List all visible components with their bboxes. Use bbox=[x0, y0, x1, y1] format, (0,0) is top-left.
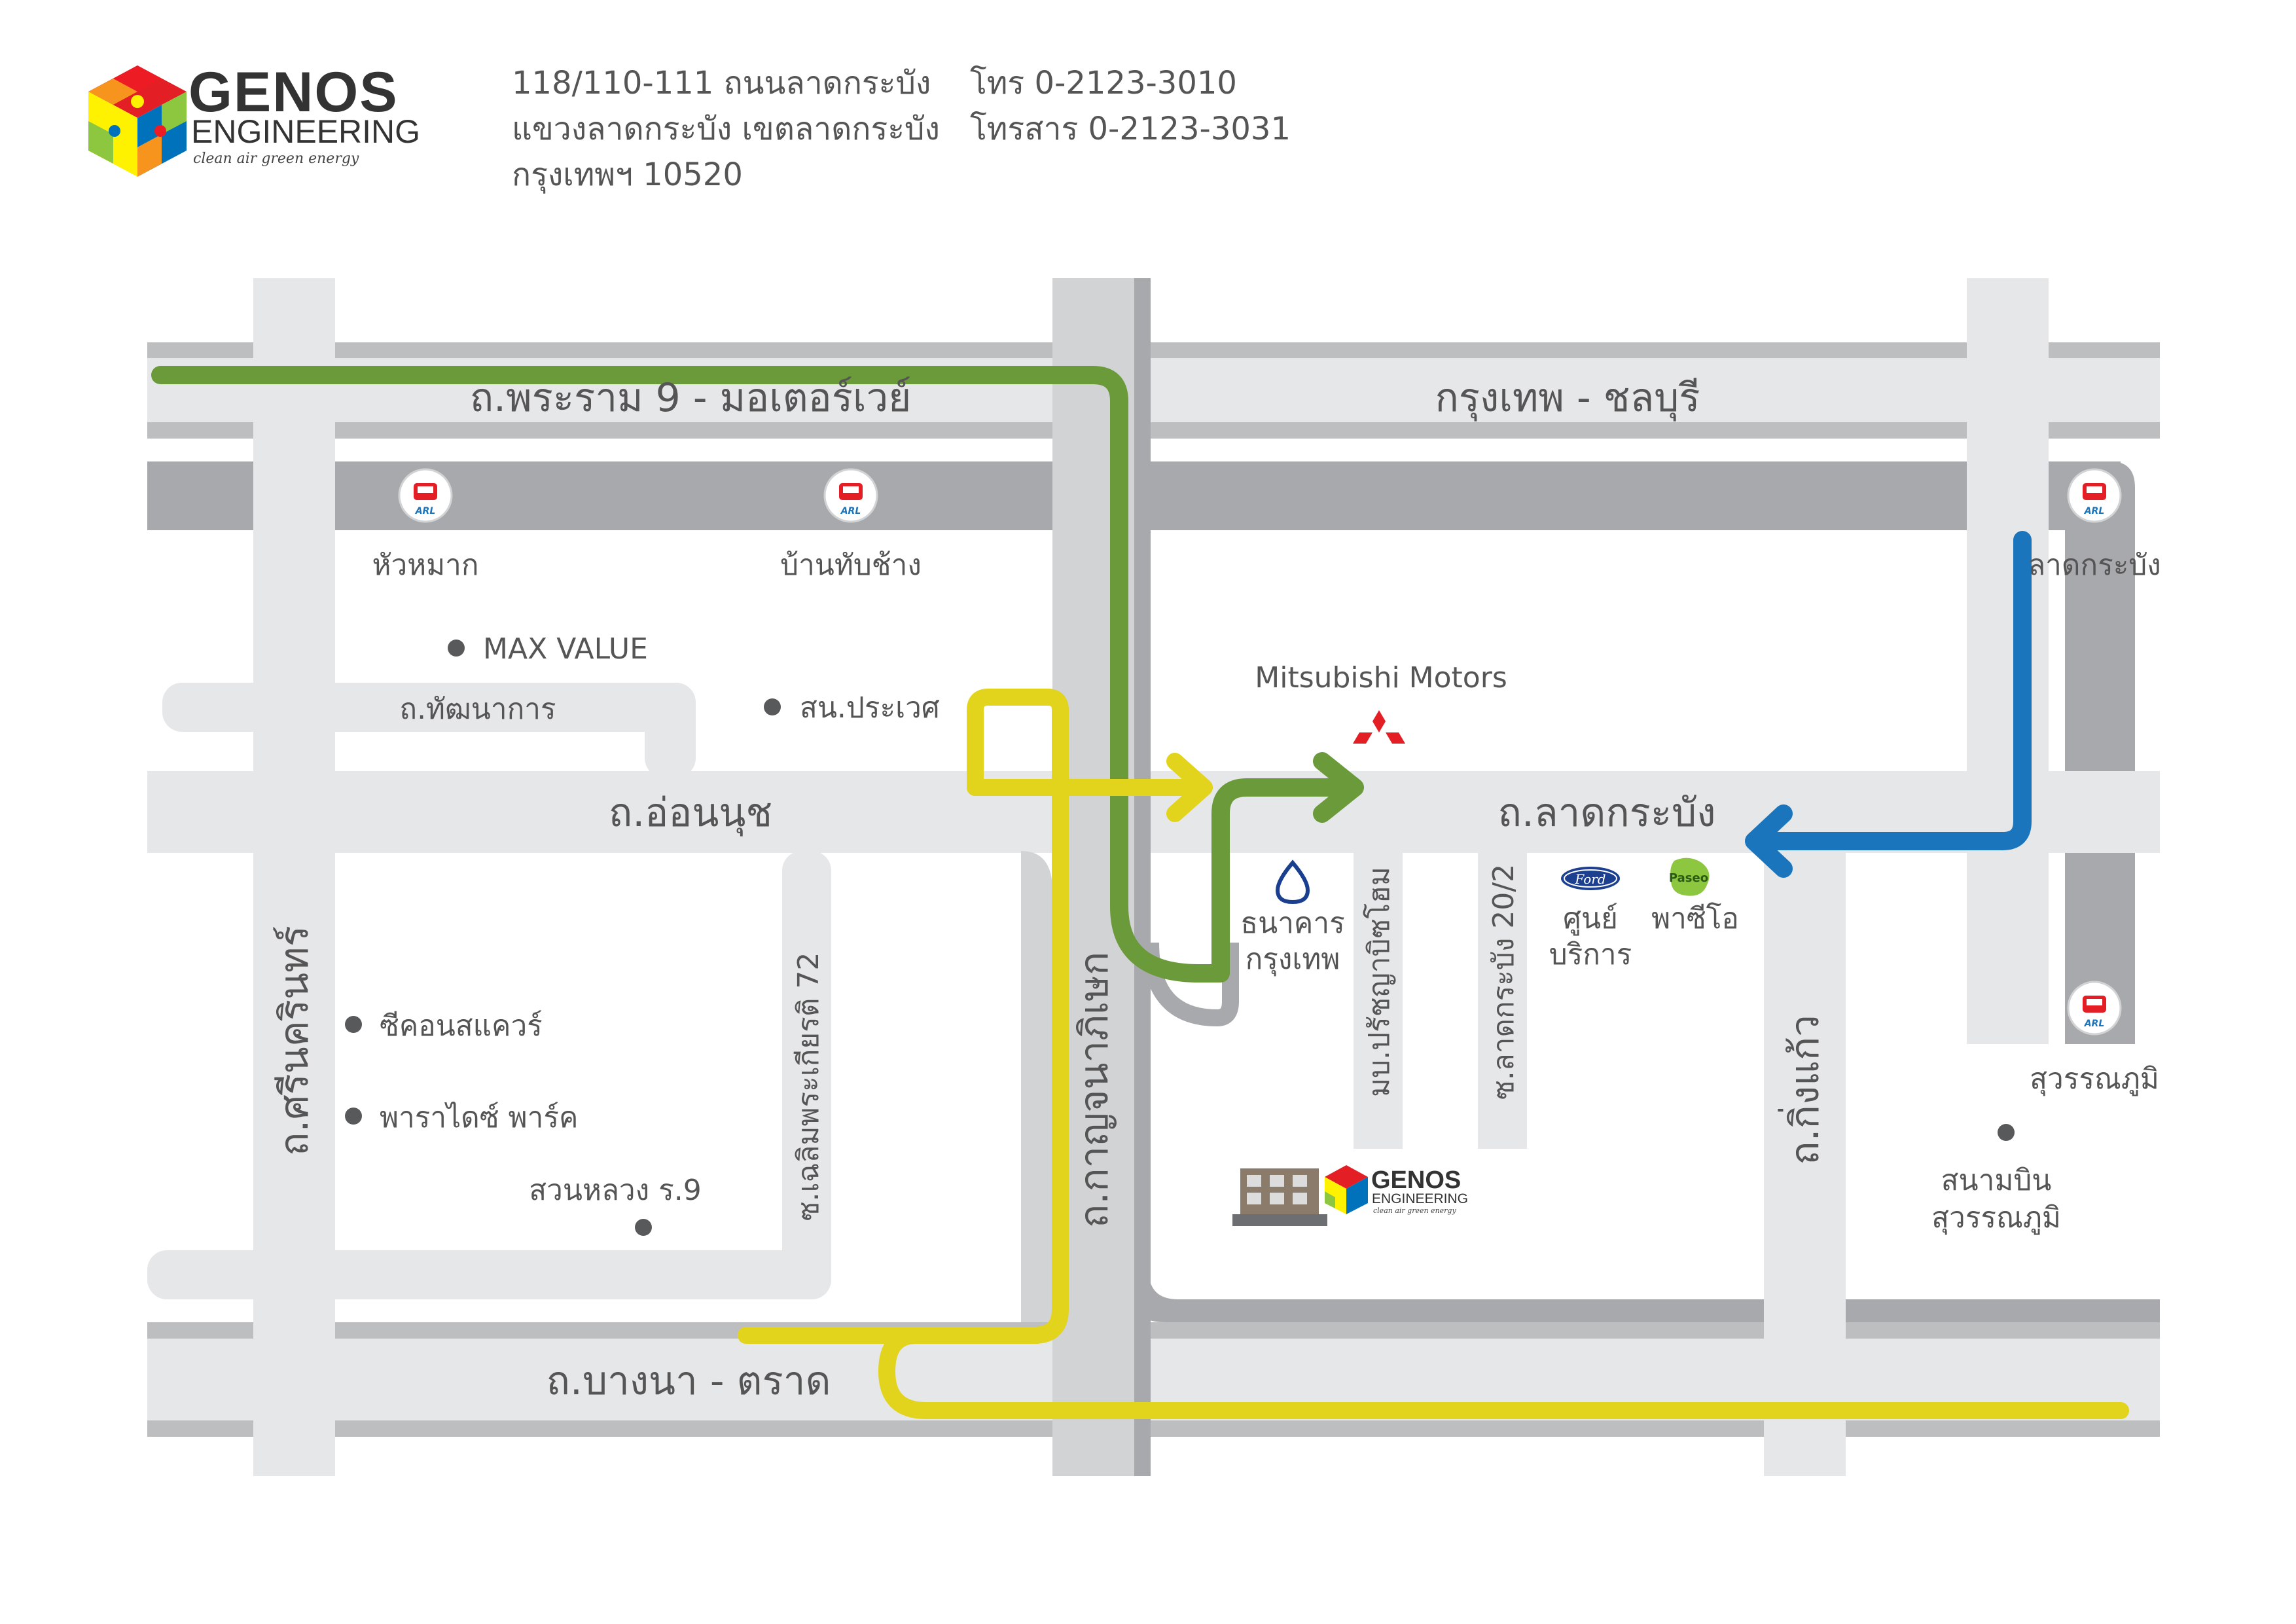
poi-dot-icon bbox=[448, 640, 465, 657]
mitsubishi-logo-icon bbox=[1353, 710, 1405, 744]
bangkok-bank-icon bbox=[1275, 859, 1310, 905]
road-kanchanaphisek-west-ramp bbox=[1021, 851, 1052, 1322]
road-kanchanaphisek-edge bbox=[1134, 278, 1151, 1476]
label-onnut: ถ.อ่อนนุช bbox=[609, 790, 772, 837]
station-bantabchang-icon: ARL bbox=[823, 468, 878, 523]
label-kanchanaphisek: ถ.กาญจนาภิเษก bbox=[1071, 952, 1117, 1228]
poi-mitsubishi: Mitsubishi Motors bbox=[1255, 661, 1507, 695]
station-label-latkrabang: ลาดกระบัง bbox=[2028, 549, 2161, 582]
poi-dot-icon bbox=[1998, 1124, 2015, 1141]
label-bkk-chonburi: กรุงเทพ - ชลบุรี bbox=[1435, 375, 1700, 422]
rail-airport-link-curve bbox=[2065, 461, 2135, 1044]
fax-number: โทรสาร 0-2123-3031 bbox=[970, 111, 1291, 147]
station-huamak-icon: ARL bbox=[398, 468, 453, 523]
phone-number: โทร 0-2123-3010 bbox=[970, 65, 1237, 101]
poi-ford-line2: บริการ bbox=[1549, 938, 1632, 971]
genos-cube-logo-icon bbox=[88, 65, 187, 177]
poi-dot-icon bbox=[764, 698, 781, 715]
paseo-badge-text: Paseo bbox=[1669, 871, 1708, 885]
route-green bbox=[151, 366, 1344, 983]
station-label-huamak: หัวหมาก bbox=[372, 549, 478, 582]
poi-seacon: ซีคอนสแควร์ bbox=[380, 1009, 543, 1043]
route-blue-arrow bbox=[1745, 804, 1793, 878]
brand-name-bottom: ENGINEERING bbox=[191, 113, 421, 150]
station-badge: ARL bbox=[415, 506, 436, 516]
label-soi-20-2: ซ.ลาดกระบัง 20/2 bbox=[1487, 864, 1520, 1100]
address-line-2: แขวงลาดกระบัง เขตลาดกระบัง bbox=[512, 111, 940, 147]
poi-dot-icon bbox=[345, 1016, 362, 1033]
paseo-logo-icon: Paseo bbox=[1669, 857, 1710, 896]
station-badge: ARL bbox=[840, 506, 861, 516]
poi-bank-line2: กรุงเทพ bbox=[1246, 943, 1340, 977]
station-suvarnabhumi-icon: ARL bbox=[2067, 981, 2122, 1036]
office-brand-tagline: clean air green energy bbox=[1373, 1206, 1456, 1215]
road-kingkaew bbox=[1764, 851, 1846, 1476]
label-rama9: ถ.พระราม 9 - มอเตอร์เวย์ bbox=[470, 375, 912, 421]
poi-bank-line1: ธนาคาร bbox=[1240, 907, 1344, 940]
station-latkrabang-icon: ARL bbox=[2067, 468, 2122, 523]
road-suvarnabhumi-link bbox=[1967, 278, 2049, 1044]
label-srinakarin: ถ.ศรีนครินทร์ bbox=[272, 926, 317, 1156]
genos-office-logo-icon bbox=[1325, 1165, 1368, 1214]
poi-maxvalue: MAX VALUE bbox=[483, 632, 648, 666]
office-brand-bottom: ENGINEERING bbox=[1372, 1191, 1468, 1206]
address-line-3: กรุงเทพฯ 10520 bbox=[512, 156, 743, 193]
road-tatanakan-link bbox=[645, 683, 696, 778]
road-srinakarin bbox=[253, 278, 335, 1476]
label-bangna: ถ.บางนา - ตราด bbox=[547, 1358, 831, 1404]
brand-name-top: GENOS bbox=[188, 61, 399, 124]
poi-paradise: พาราไดซ์ พาร์ค bbox=[380, 1101, 578, 1134]
brand-tagline: clean air green energy bbox=[193, 151, 359, 167]
route-blue bbox=[1751, 531, 2032, 850]
poi-dot-icon bbox=[345, 1108, 362, 1125]
label-tatanakan: ถ.ทัฒนาการ bbox=[399, 693, 556, 726]
road-pradcha bbox=[1354, 851, 1403, 1149]
office-brand-top: GENOS bbox=[1371, 1166, 1461, 1194]
route-yellow-arrow bbox=[1166, 753, 1213, 822]
route-green-arrow bbox=[1313, 752, 1364, 823]
office-building-icon bbox=[1232, 1168, 1327, 1226]
ford-logo-icon: Ford bbox=[1561, 867, 1620, 890]
route-yellow-loop bbox=[967, 689, 1200, 796]
station-label-bantabchang: บ้านทับช้าง bbox=[780, 549, 922, 582]
label-chalerm72: ซ.เฉลิมพระเกียรติ 72 bbox=[792, 952, 825, 1221]
station-badge: ARL bbox=[2084, 1019, 2105, 1029]
poi-ford-line1: ศูนย์ bbox=[1563, 902, 1618, 936]
poi-dot-icon bbox=[635, 1219, 652, 1236]
road-soi-20-2 bbox=[1478, 851, 1527, 1149]
road-chalerm72 bbox=[782, 851, 831, 1299]
label-pradcha: มบ.ปรัชญาบิซโฮม bbox=[1363, 867, 1396, 1097]
address-line-1: 118/110-111 ถนนลาดกระบัง bbox=[512, 65, 931, 101]
poi-paseo: พาซีโอ bbox=[1651, 902, 1739, 935]
label-kingkaew: ถ.กิ่งแก้ว bbox=[1778, 1015, 1828, 1165]
station-badge: ARL bbox=[2084, 506, 2105, 516]
poi-prawet: สน.ประเวศ bbox=[800, 691, 940, 725]
poi-suanluang: สวนหลวง ร.9 bbox=[529, 1174, 701, 1207]
label-latkrabang: ถ.ลาดกระบัง bbox=[1498, 790, 1716, 836]
route-yellow bbox=[738, 779, 2129, 1419]
ford-badge-text: Ford bbox=[1574, 871, 1605, 887]
poi-airport-line2: สุวรรณภูมิ bbox=[1931, 1201, 2061, 1235]
road-bottom-left bbox=[147, 1250, 831, 1299]
poi-airport-line1: สนามบิน bbox=[1941, 1164, 2052, 1197]
station-label-suvarnabhumi: สุวรรณภูมิ bbox=[2030, 1062, 2159, 1096]
